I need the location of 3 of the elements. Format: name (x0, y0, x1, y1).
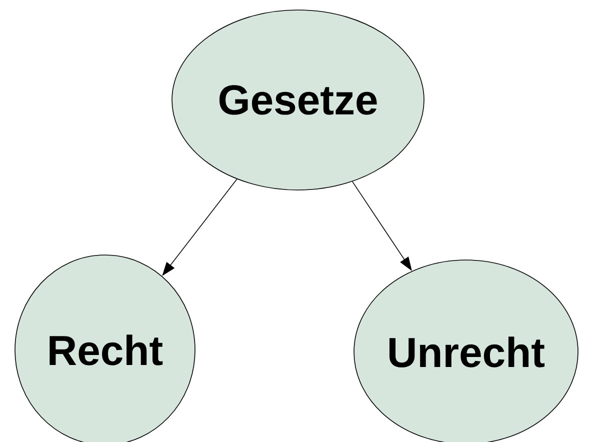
ellipse-node: Gesetze (172, 10, 424, 190)
ellipse-node: Unrecht (354, 260, 578, 442)
ellipse-node: Recht (14, 254, 196, 442)
